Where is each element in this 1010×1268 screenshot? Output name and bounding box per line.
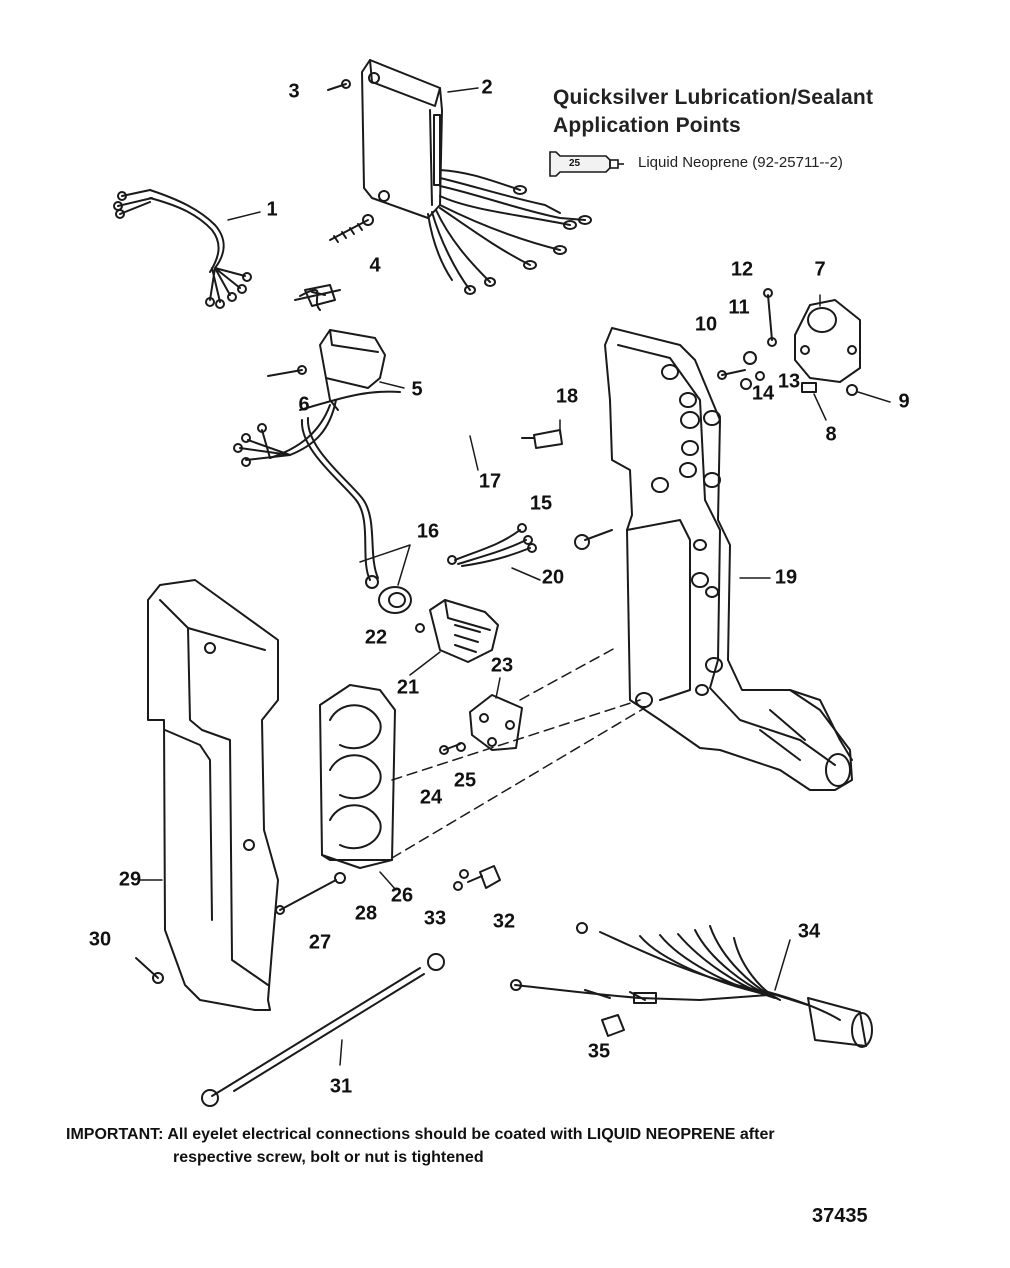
- leader-16: [359, 544, 411, 586]
- part-29-cover: [147, 579, 279, 1011]
- callout-14: 14: [751, 382, 775, 405]
- callout-9: 9: [898, 390, 910, 413]
- part-19-plate: [604, 327, 853, 791]
- callout-19: 19: [774, 566, 798, 589]
- part-26-coil-pack: [319, 684, 396, 869]
- callout-5: 5: [411, 378, 423, 401]
- leader-1: [227, 211, 261, 221]
- title-line-2: Application Points: [553, 114, 741, 137]
- part-11-washer: [743, 351, 757, 365]
- part-27-screw: [275, 879, 337, 915]
- part-18-plug: [521, 429, 563, 449]
- callout-1: 1: [266, 198, 278, 221]
- callout-26: 26: [390, 884, 414, 907]
- leader-20: [511, 567, 541, 581]
- sealant-tube-number: 25: [569, 158, 581, 169]
- part-35-clip: [601, 1014, 625, 1037]
- callout-27: 27: [308, 931, 332, 954]
- part-10-screw: [717, 369, 746, 380]
- part-17-wire: [294, 284, 401, 589]
- part-15-bolt: [574, 529, 613, 550]
- callout-20: 20: [541, 566, 565, 589]
- leader-23: [495, 677, 501, 699]
- part-32-clamp: [479, 865, 501, 889]
- callout-13: 13: [777, 370, 801, 393]
- part-22-nut: [415, 623, 425, 633]
- leader-9: [857, 391, 891, 403]
- part-25-washer: [456, 742, 466, 752]
- callout-16: 16: [416, 520, 440, 543]
- part-21-coil: [429, 599, 499, 663]
- part-8-spacer: [801, 382, 817, 393]
- part-9-nut: [846, 384, 858, 396]
- callout-7: 7: [814, 258, 826, 281]
- part-2-switch-box: [361, 59, 592, 295]
- callout-8: 8: [825, 423, 837, 446]
- callout-29: 29: [118, 868, 142, 891]
- callout-32: 32: [492, 910, 516, 933]
- part-6-screw: [267, 365, 307, 377]
- alignment-lines: [391, 647, 649, 859]
- callout-2: 2: [481, 76, 493, 99]
- leader-8: [813, 393, 827, 421]
- callout-17: 17: [478, 470, 502, 493]
- callout-31: 31: [329, 1075, 353, 1098]
- sealant-legend: 25 Liquid Neoprene (92-25711--2): [548, 150, 968, 178]
- callout-21: 21: [396, 676, 420, 699]
- callout-6: 6: [298, 393, 310, 416]
- leader-34: [774, 939, 791, 991]
- part-14-nut: [740, 378, 752, 390]
- figure-number: 37435: [812, 1205, 868, 1227]
- part-5-module: [233, 329, 386, 467]
- part-1-harness: [113, 189, 252, 309]
- part-23-bracket: [469, 694, 523, 751]
- leader-26: [379, 871, 397, 891]
- callout-34: 34: [797, 920, 821, 943]
- part-16-grommet: [378, 586, 412, 614]
- callout-4: 4: [369, 254, 381, 277]
- callout-23: 23: [490, 654, 514, 677]
- leader-21: [409, 651, 441, 676]
- part-20-wires: [447, 523, 537, 567]
- part-30-screw: [135, 957, 164, 984]
- part-33-screws: [453, 869, 483, 891]
- part-3-screw: [327, 79, 351, 91]
- leader-2: [447, 87, 479, 93]
- part-28-washer: [334, 872, 346, 884]
- callout-10: 10: [694, 313, 718, 336]
- part-13-nut: [755, 371, 765, 381]
- callout-28: 28: [354, 902, 378, 925]
- leader-5: [379, 381, 405, 389]
- callout-18: 18: [555, 385, 579, 408]
- callout-25: 25: [453, 769, 477, 792]
- part-12-wire: [763, 288, 777, 347]
- important-note-line-1: IMPORTANT: All eyelet electrical connect…: [66, 1126, 775, 1143]
- leader-17: [469, 435, 479, 471]
- part-34-harness: [510, 922, 873, 1048]
- sealant-tube-icon: [549, 151, 624, 177]
- part-7-solenoid: [794, 299, 861, 383]
- callout-22: 22: [364, 626, 388, 649]
- callout-12: 12: [730, 258, 754, 281]
- title-line-1: Quicksilver Lubrication/Sealant: [553, 86, 874, 109]
- callout-33: 33: [423, 907, 447, 930]
- callout-24: 24: [419, 786, 443, 809]
- part-4-screw: [329, 214, 374, 243]
- leader-31: [339, 1039, 343, 1066]
- part-31-cable: [201, 953, 445, 1107]
- callout-15: 15: [529, 492, 553, 515]
- important-note-line-2: respective screw, bolt or nut is tighten…: [173, 1149, 484, 1166]
- sealant-legend-text: Liquid Neoprene (92-25711--2): [638, 154, 843, 171]
- callout-35: 35: [587, 1040, 611, 1063]
- callout-3: 3: [288, 80, 300, 103]
- callout-30: 30: [88, 928, 112, 951]
- callout-11: 11: [728, 296, 750, 319]
